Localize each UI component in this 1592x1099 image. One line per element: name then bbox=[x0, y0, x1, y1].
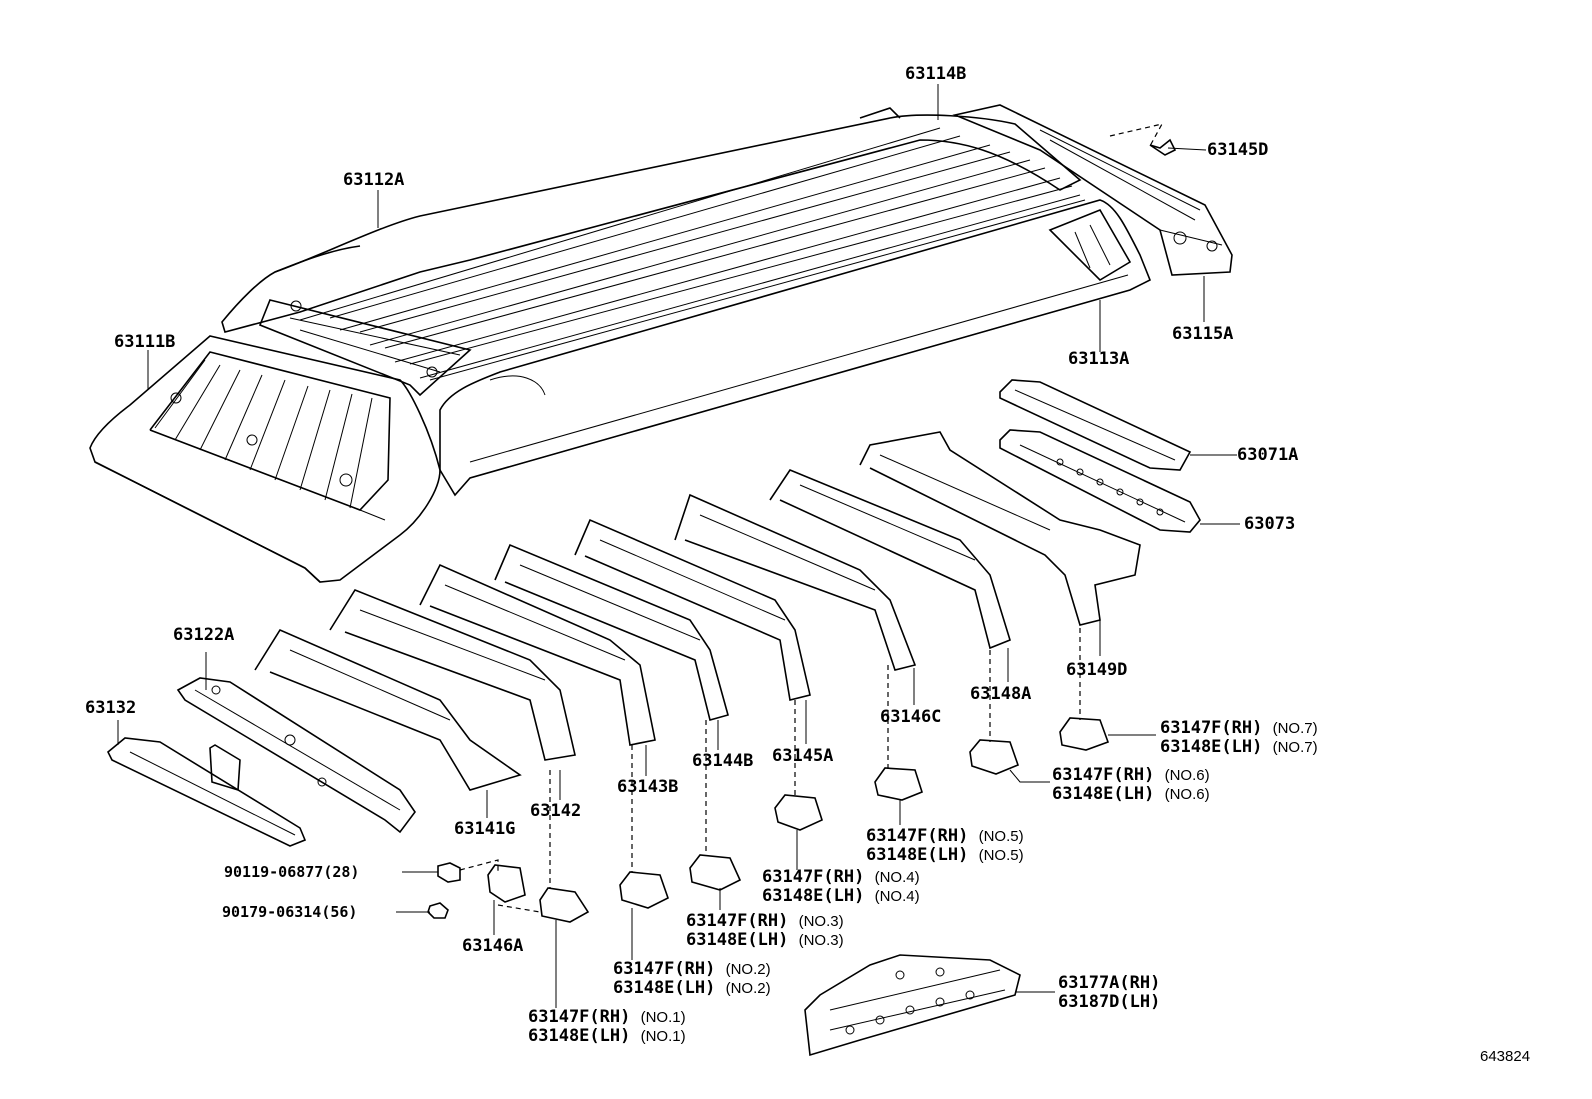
callout-63112A: 63112A bbox=[343, 170, 405, 190]
callout-63145A: 63145A bbox=[772, 746, 834, 766]
roof-panel bbox=[221, 107, 1086, 381]
bow-brackets bbox=[487, 717, 1110, 923]
roof-bows bbox=[254, 431, 1141, 791]
rear-rails bbox=[999, 379, 1201, 533]
callout-bracket-no2: 63147F(RH) (NO.2) 63148E(LH) (NO.2) bbox=[613, 959, 771, 998]
rear-roof-panel bbox=[258, 199, 1152, 497]
callout-bracket-no6: 63147F(RH) (NO.6) 63148E(LH) (NO.6) bbox=[1052, 765, 1210, 804]
callout-63143B: 63143B bbox=[617, 777, 679, 797]
callout-63141G: 63141G bbox=[454, 819, 516, 839]
callout-63122A: 63122A bbox=[173, 625, 235, 645]
front-roof-panel bbox=[89, 335, 441, 583]
callout-bracket-no5: 63147F(RH) (NO.5) 63148E(LH) (NO.5) bbox=[866, 826, 1024, 865]
callout-bracket-no7: 63147F(RH) (NO.7) 63148E(LH) (NO.7) bbox=[1160, 718, 1318, 757]
callout-63148A: 63148A bbox=[970, 684, 1032, 704]
callout-63073: 63073 bbox=[1244, 514, 1296, 534]
callout-63071A: 63071A bbox=[1237, 445, 1299, 465]
gusset-63177A bbox=[804, 954, 1021, 1057]
callout-63132: 63132 bbox=[85, 698, 137, 718]
figure-number: 643824 bbox=[1480, 1048, 1531, 1065]
callout-63144B: 63144B bbox=[692, 751, 754, 771]
callout-nut-90179: 90179-06314(56) bbox=[222, 903, 358, 921]
front-header-rails bbox=[106, 677, 416, 847]
clip-63145D bbox=[1109, 123, 1177, 156]
callout-bolt-90119: 90119-06877(28) bbox=[224, 863, 360, 881]
leader-lines bbox=[117, 84, 1240, 1008]
callout-63145D: 63145D bbox=[1207, 140, 1269, 160]
callout-63115A: 63115A bbox=[1172, 324, 1234, 344]
callout-63113A: 63113A bbox=[1068, 349, 1130, 369]
callout-63142: 63142 bbox=[530, 801, 582, 821]
callout-63149D: 63149D bbox=[1066, 660, 1128, 680]
callout-gusset: 63177A(RH) 63187D(LH) bbox=[1058, 973, 1161, 1012]
callout-bracket-no1: 63147F(RH) (NO.1) 63148E(LH) (NO.1) bbox=[528, 1007, 686, 1046]
callout-63146C: 63146C bbox=[880, 707, 942, 727]
rear-header-panel bbox=[952, 104, 1233, 276]
callout-63114B: 63114B bbox=[905, 64, 967, 84]
callout-bracket-no4: 63147F(RH) (NO.4) 63148E(LH) (NO.4) bbox=[762, 867, 920, 906]
callout-bracket-no3: 63147F(RH) (NO.3) 63148E(LH) (NO.3) bbox=[686, 911, 844, 950]
callout-63146A: 63146A bbox=[462, 936, 524, 956]
bolt-and-nut bbox=[427, 859, 499, 919]
callout-63111B: 63111B bbox=[114, 332, 176, 352]
